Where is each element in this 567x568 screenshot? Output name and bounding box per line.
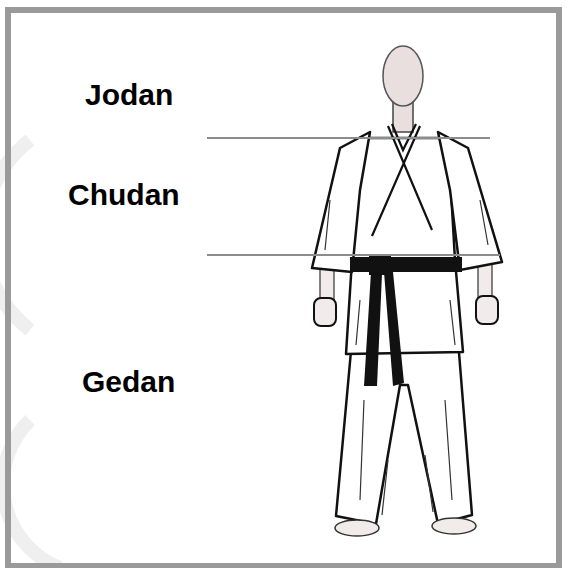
pants <box>336 340 472 524</box>
left-forearm <box>320 266 334 302</box>
left-foot <box>335 520 379 536</box>
frame <box>8 10 559 566</box>
watermark-arc <box>0 140 30 330</box>
right-fist <box>476 296 498 324</box>
left-sleeve <box>312 132 370 272</box>
belt <box>350 257 462 272</box>
zone-label-wrap: Jodan <box>85 77 173 113</box>
zone-line <box>207 137 490 139</box>
zone-label-wrap: Gedan <box>82 364 175 400</box>
zone-label: Gedan <box>82 364 175 400</box>
belt-tail <box>364 272 382 386</box>
right-sleeve <box>438 132 502 270</box>
zone-label-wrap: Chudan <box>68 177 180 213</box>
pants-folds <box>360 400 452 515</box>
belt-tail <box>384 272 404 386</box>
jacket-folds <box>325 200 488 345</box>
left-fist <box>314 298 336 326</box>
head <box>383 46 423 106</box>
zone-label: Chudan <box>68 177 180 213</box>
belt-knot <box>369 254 391 275</box>
zone-line <box>207 254 500 256</box>
watermark-arc <box>3 420 60 568</box>
zone-label: Jodan <box>85 77 173 113</box>
lapels <box>372 124 432 236</box>
right-foot <box>432 518 476 534</box>
right-forearm <box>478 264 492 300</box>
